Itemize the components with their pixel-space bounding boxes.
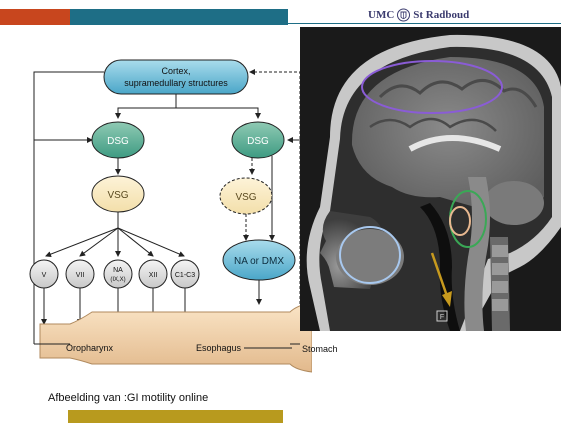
mri-marker-label: F — [440, 314, 444, 321]
dsg-right-node — [231, 121, 285, 159]
crest-icon — [397, 8, 411, 22]
swallow-control-diagram: Cortex, supramedullary structures DSG DS… — [29, 59, 312, 373]
mri-sagittal-image: F — [300, 27, 561, 331]
nucleus-na-label: NA — [113, 267, 123, 274]
vsg-right-label: VSG — [235, 192, 256, 203]
oral-cavity-highlight-ellipse — [339, 226, 401, 284]
vsg-left-label: VSG — [107, 190, 128, 201]
nucleus-c1-c3-label: C1-C3 — [175, 272, 195, 279]
nucleus-v-label: V — [42, 272, 47, 279]
umc-radboud-logo: UMC St Radboud — [368, 8, 469, 22]
esophagus-label: Esophagus — [196, 343, 242, 353]
oropharynx-label: Oropharynx — [66, 343, 114, 353]
dsg-left-label: DSG — [107, 136, 129, 147]
nucleus-xii-label: XII — [149, 272, 158, 279]
stomach-label: Stomach — [302, 344, 338, 354]
cortex-highlight-ellipse — [361, 60, 503, 114]
logo-text-left: UMC — [368, 9, 395, 21]
cortex-label-1: Cortex, — [161, 66, 190, 76]
nucleus-v: V — [29, 259, 59, 289]
nucleus-na: NA (IX,X) — [103, 259, 133, 289]
na-dmx-label: NA or DMX — [234, 256, 284, 267]
gi-tube — [39, 301, 312, 373]
nucleus-na-sub-label: (IX,X) — [110, 277, 125, 283]
medulla-highlight-ellipse — [449, 206, 471, 236]
header-rule — [288, 23, 561, 24]
nucleus-vii: VII — [65, 259, 95, 289]
nucleus-c1-c3: C1-C3 — [170, 259, 200, 289]
cortex-label-2: supramedullary structures — [124, 78, 228, 88]
esophagus-arrow-head — [442, 291, 452, 307]
esophagus-arrow-line — [430, 252, 450, 300]
image-source-caption: Afbeelding van :GI motility online — [48, 392, 209, 404]
dsg-right-label: DSG — [247, 136, 269, 147]
header-accent-red — [0, 9, 70, 25]
header-accent-teal — [70, 9, 288, 25]
logo-text-right: St Radboud — [413, 9, 470, 21]
nucleus-vii-label: VII — [76, 272, 85, 279]
vsg-right-node — [219, 177, 273, 215]
footer-accent-gold — [68, 410, 283, 423]
nucleus-xii: XII — [138, 259, 168, 289]
